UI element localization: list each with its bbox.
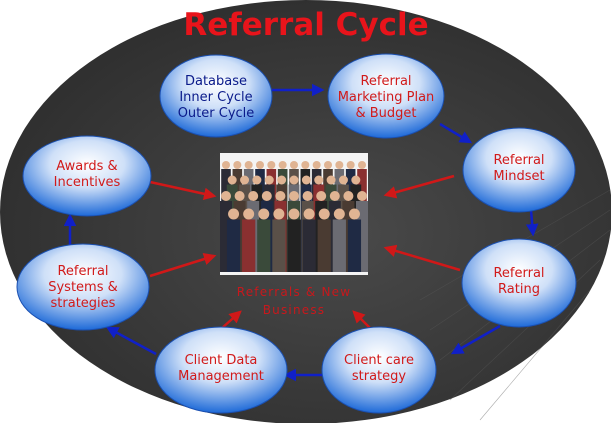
person-head xyxy=(288,208,300,220)
arrow-rating-to-clientcare xyxy=(450,324,501,355)
node-database-line-1: Database xyxy=(185,74,247,89)
person-head xyxy=(244,161,253,169)
arrow-clientdata-to-systems xyxy=(105,326,157,356)
person-head xyxy=(233,161,242,169)
person-body xyxy=(257,219,271,272)
person-head xyxy=(258,208,270,220)
person-head xyxy=(227,175,237,185)
person-head xyxy=(346,161,355,169)
person-head xyxy=(248,191,259,201)
node-rating[interactable]: Referral Rating xyxy=(461,238,577,328)
node-database-line-2: Inner Cycle xyxy=(179,90,252,105)
person-body xyxy=(242,219,256,272)
node-clientcare-line-1: Client care xyxy=(344,353,414,368)
center-label-line-2: Business xyxy=(263,303,326,317)
person-head xyxy=(303,208,315,220)
crowd-illustration xyxy=(220,161,368,272)
center-arrows xyxy=(149,174,461,329)
node-rating-line-2: Rating xyxy=(498,282,540,297)
person-head xyxy=(256,161,264,169)
person-head xyxy=(273,208,285,220)
arrow-systems-to-center xyxy=(149,253,217,278)
person-head xyxy=(290,161,298,169)
person-head xyxy=(316,191,327,201)
person-head xyxy=(228,208,240,220)
person-body xyxy=(332,219,346,272)
person-head xyxy=(343,191,354,201)
person-head xyxy=(289,175,299,185)
cycle-arrows xyxy=(63,83,539,382)
node-clientcare-line-2: strategy xyxy=(352,369,407,384)
center-label-line-1: Referrals & New xyxy=(237,285,352,299)
node-marketing-line-1: Referral xyxy=(360,74,411,89)
node-database[interactable]: Database Inner Cycle Outer Cycle xyxy=(159,54,273,138)
node-awards[interactable]: Awards & Incentives xyxy=(22,135,152,217)
node-marketing-plan[interactable]: Referral Marketing Plan & Budget xyxy=(327,53,445,139)
person-body xyxy=(317,219,331,272)
person-head xyxy=(277,175,287,185)
person-body xyxy=(272,219,286,272)
person-head xyxy=(301,175,311,185)
arrow-clientdata-to-center xyxy=(221,310,242,329)
node-systems[interactable]: Referral Systems & strategies xyxy=(16,243,150,331)
node-systems-line-1: Referral xyxy=(57,264,108,279)
person-head xyxy=(243,208,255,220)
arrow-marketing-to-mindset xyxy=(439,122,473,144)
node-marketing-line-2: Marketing Plan xyxy=(338,90,435,105)
person-head xyxy=(329,191,340,201)
node-database-line-3: Outer Cycle xyxy=(178,106,255,121)
person-head xyxy=(326,175,336,185)
group-photo xyxy=(220,153,368,275)
node-awards-line-2: Incentives xyxy=(54,175,121,190)
person-head xyxy=(338,175,348,185)
person-head xyxy=(275,191,286,201)
person-head xyxy=(318,208,330,220)
person-body xyxy=(287,219,301,272)
person-head xyxy=(302,191,313,201)
node-mindset[interactable]: Referral Mindset xyxy=(462,127,576,213)
person-head xyxy=(348,208,360,220)
node-clientdata-line-2: Management xyxy=(178,369,264,384)
node-awards-line-1: Awards & xyxy=(56,159,117,174)
node-client-data[interactable]: Client Data Management xyxy=(154,326,288,414)
person-head xyxy=(358,161,366,169)
node-mindset-line-2: Mindset xyxy=(493,169,544,184)
node-clientdata-line-1: Client Data xyxy=(185,353,258,368)
person-body xyxy=(226,219,241,272)
person-head xyxy=(312,161,321,169)
person-head xyxy=(289,191,299,201)
person-head xyxy=(301,161,310,169)
arrow-mindset-to-rating xyxy=(525,209,539,237)
person-head xyxy=(351,175,361,185)
person-head xyxy=(267,161,276,169)
person-head xyxy=(264,175,274,185)
arrow-clientcare-to-center xyxy=(352,310,371,329)
diagram-title: Referral Cycle xyxy=(183,7,428,43)
person-head xyxy=(234,191,245,201)
node-marketing-line-3: & Budget xyxy=(355,106,416,121)
node-rating-line-1: Referral xyxy=(493,266,544,281)
arrow-rating-to-center xyxy=(383,244,461,272)
person-body xyxy=(347,219,362,272)
node-systems-line-2: Systems & xyxy=(48,280,118,295)
person-head xyxy=(240,175,250,185)
node-mindset-line-1: Referral xyxy=(493,153,544,168)
person-head xyxy=(221,191,231,201)
person-head xyxy=(261,191,272,201)
node-systems-line-3: strategies xyxy=(51,296,116,311)
person-body xyxy=(302,219,316,272)
arrow-mindset-to-center xyxy=(383,174,455,199)
person-head xyxy=(333,208,345,220)
person-head xyxy=(278,161,287,169)
person-head xyxy=(324,161,332,169)
node-client-care[interactable]: Client care strategy xyxy=(321,326,437,414)
person-head xyxy=(222,161,230,169)
person-head xyxy=(252,175,262,185)
person-head xyxy=(357,191,367,201)
person-head xyxy=(335,161,344,169)
person-head xyxy=(314,175,324,185)
arrow-awards-to-center xyxy=(149,180,217,200)
